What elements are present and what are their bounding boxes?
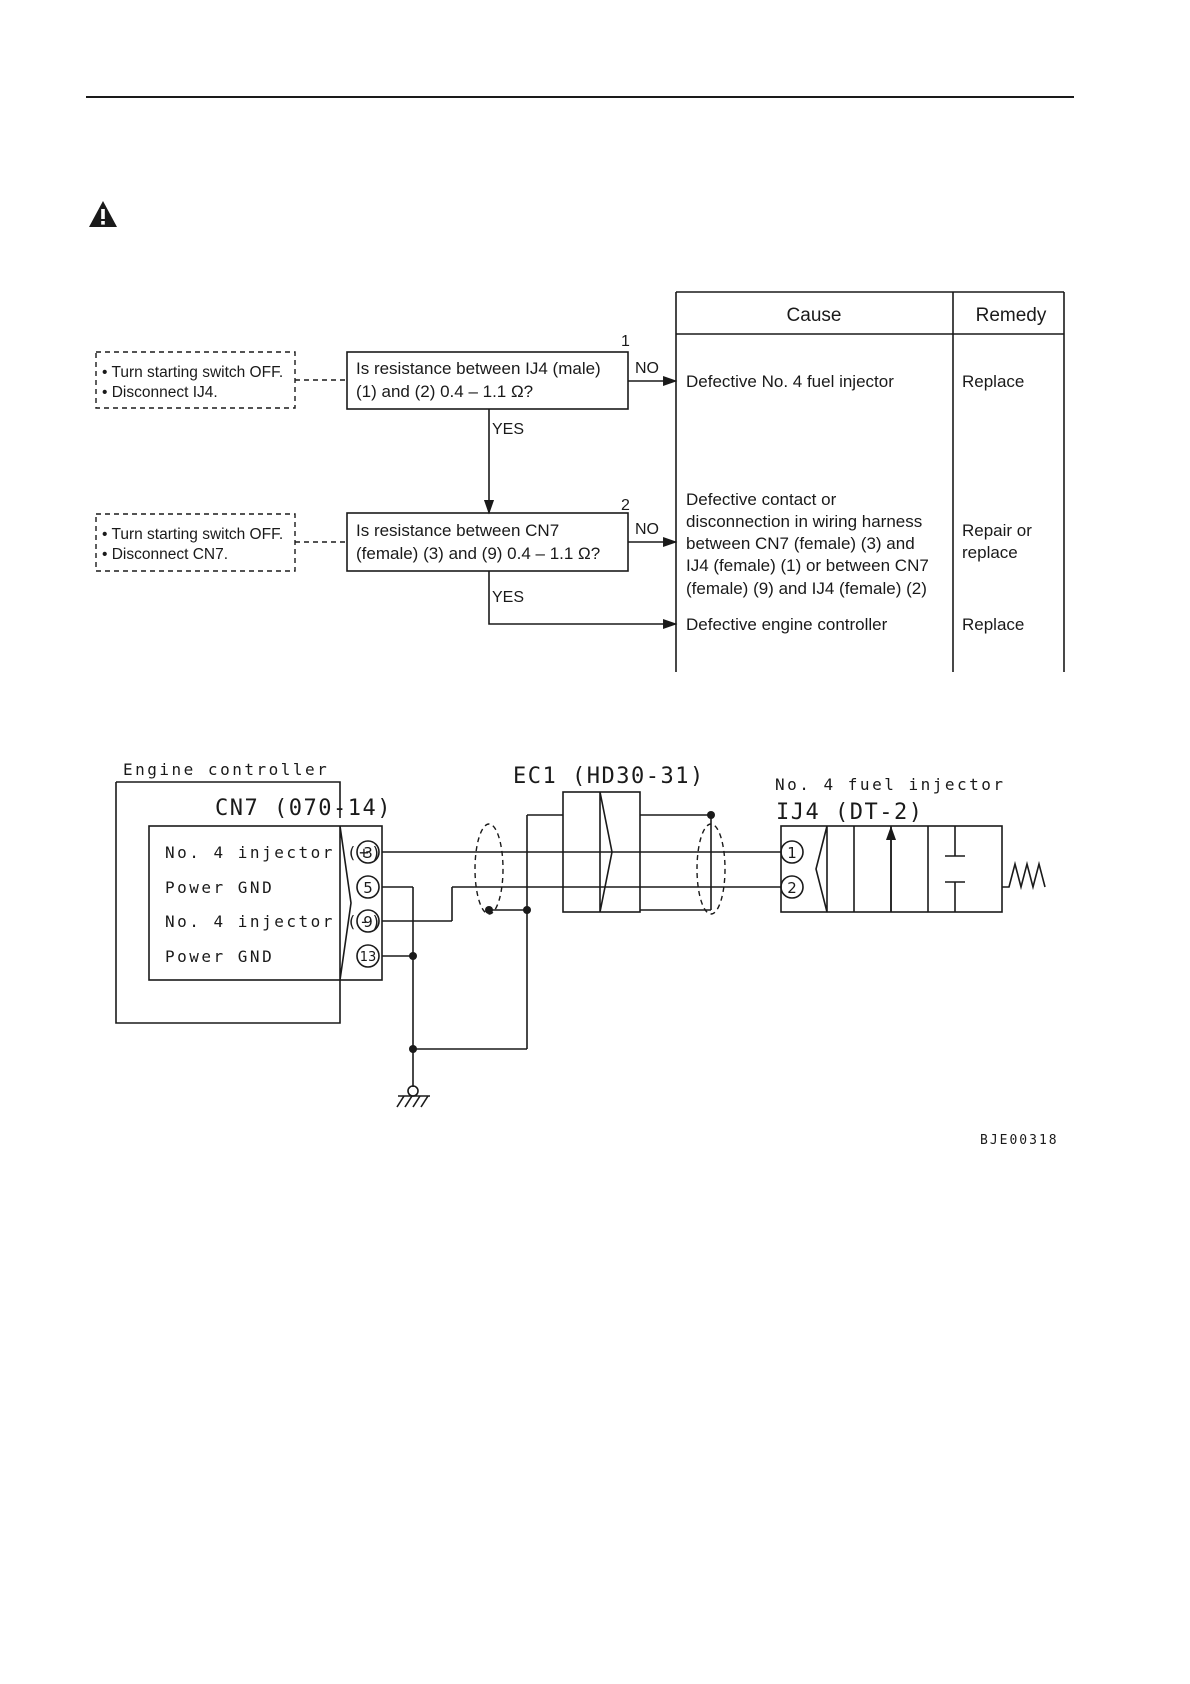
cn7-pin-label: Power GND: [165, 878, 274, 897]
cn7-pin-label: No. 4 injector (-): [165, 912, 383, 931]
step-2-number: 2: [621, 497, 630, 514]
step-2-cause-line: between CN7 (female) (3) and: [686, 534, 915, 553]
cn7-pin-number: 13: [360, 950, 377, 965]
twisted-pair-marker: [474, 823, 504, 915]
step-2-question-line: Is resistance between CN7: [356, 521, 559, 540]
step-2-cause-line: Defective contact or: [686, 490, 837, 509]
step-2-precondition-line: • Disconnect CN7.: [102, 546, 228, 563]
engine-controller-outline: [115, 781, 341, 1024]
cn7-connector: [148, 825, 383, 981]
step-2-cause-line: (female) (9) and IJ4 (female) (2): [686, 579, 927, 598]
step-1-cause: Defective No. 4 fuel injector: [686, 372, 894, 391]
injector-label: No. 4 fuel injector: [775, 775, 1006, 794]
cn7-label: CN7 (070-14): [215, 796, 392, 821]
step-2-cause-line: IJ4 (female) (1) or between CN7: [686, 556, 929, 575]
step-2-remedy-line: Repair or: [962, 521, 1032, 540]
ij4-label: IJ4 (DT-2): [776, 800, 923, 825]
cn7-pin-label: Power GND: [165, 947, 274, 966]
ij4-pin-number: 2: [787, 879, 797, 897]
circuit-diagram: Engine controller CN7 (070-14) No. 4 inj…: [115, 760, 1059, 1148]
step-1-question-line: (1) and (2) 0.4 – 1.1 Ω?: [356, 382, 533, 401]
step-1-no-label: NO: [635, 360, 659, 377]
engine-controller-label: Engine controller: [123, 760, 329, 779]
step-2-question-line: (female) (3) and (9) 0.4 – 1.1 Ω?: [356, 544, 600, 563]
cause-remedy-table: Cause Remedy: [675, 291, 1065, 672]
step-2-yes-cause: Defective engine controller: [686, 615, 888, 634]
warning-triangle-icon: [89, 201, 117, 227]
figure-code: BJE00318: [980, 1133, 1059, 1148]
step-2-remedy-line: replace: [962, 543, 1018, 562]
step-1-question-line: Is resistance between IJ4 (male): [356, 359, 601, 378]
ij4-connector: 1 2: [780, 825, 1003, 913]
twisted-pair-marker: [696, 823, 726, 915]
remedy-header: Remedy: [976, 305, 1047, 326]
ij4-pin-number: 1: [787, 844, 797, 862]
solenoid-coil-icon: [1002, 860, 1046, 891]
step-1-number: 1: [621, 333, 630, 350]
step-2-yes-remedy: Replace: [962, 615, 1024, 634]
step-1-precondition-line: • Disconnect IJ4.: [102, 384, 218, 401]
cn7-pin-label: No. 4 injector (+): [165, 843, 383, 862]
step-2-no-label: NO: [635, 521, 659, 538]
step-1-remedy: Replace: [962, 372, 1024, 391]
step-1: • Turn starting switch OFF. • Disconnect…: [95, 333, 1024, 515]
cause-header: Cause: [787, 305, 842, 326]
step-1-yes-label: YES: [492, 421, 524, 438]
top-rule: [86, 96, 1074, 98]
cn7-pin-number: 9: [363, 913, 373, 931]
wiring: [382, 811, 781, 1087]
troubleshooting-flowchart: Cause Remedy • Turn starting switch OFF.…: [95, 291, 1065, 672]
ground-icon: [396, 1085, 430, 1108]
step-2-cause-line: disconnection in wiring harness: [686, 512, 922, 531]
step-2: • Turn starting switch OFF. • Disconnect…: [95, 490, 1032, 634]
cn7-pin-number: 5: [363, 879, 373, 897]
ec1-connector: [562, 791, 641, 913]
ec1-label: EC1 (HD30-31): [513, 764, 705, 789]
step-2-precondition-line: • Turn starting switch OFF.: [102, 526, 283, 543]
cn7-pin-number: 3: [363, 844, 373, 862]
step-2-yes-label: YES: [492, 589, 524, 606]
step-1-precondition-line: • Turn starting switch OFF.: [102, 364, 283, 381]
